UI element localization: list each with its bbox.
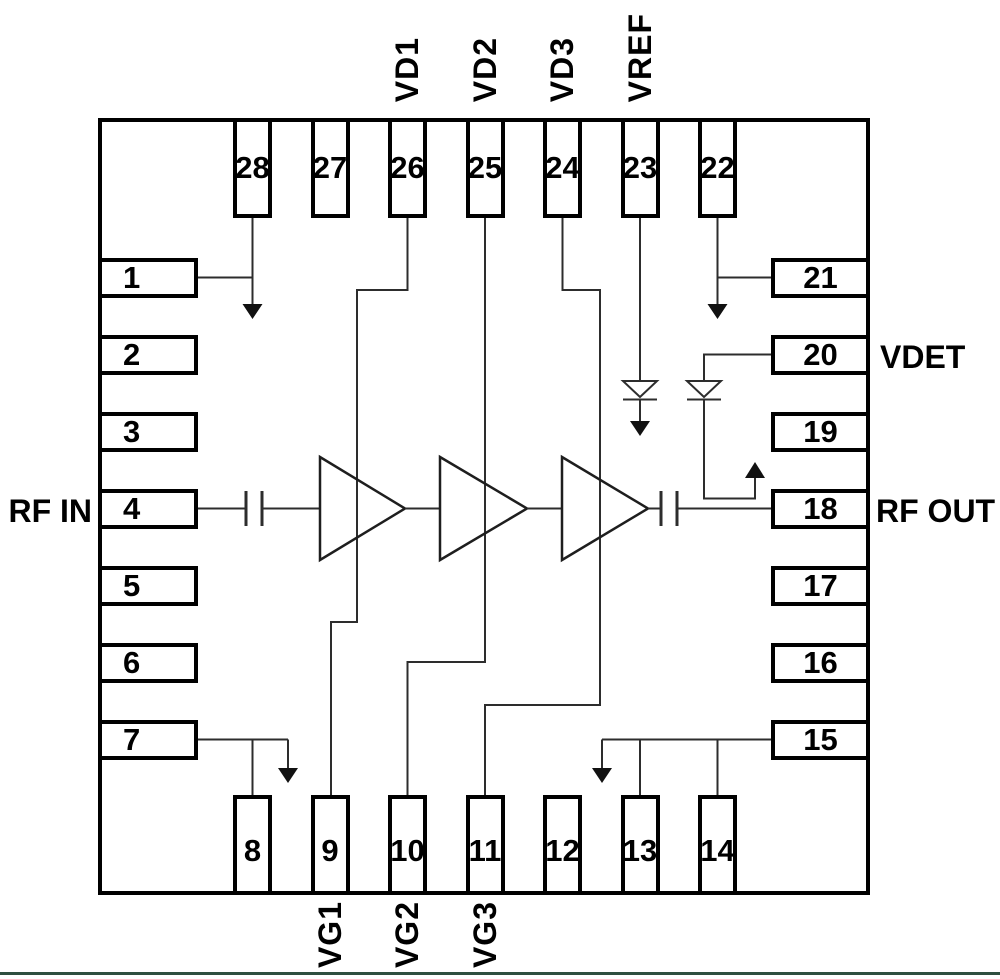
ground-arrow-icon <box>278 768 298 783</box>
pin-3: 3 <box>98 411 198 452</box>
pin-18: 18 <box>771 488 870 529</box>
pin-23: 23 <box>620 118 660 218</box>
pin-25: 25 <box>465 118 505 218</box>
label-vd1: VD1 <box>388 36 425 102</box>
pin-13: 13 <box>620 795 660 895</box>
vd1-vg1-bias-trace <box>330 215 409 796</box>
label-rf-in: RF IN <box>8 493 92 529</box>
pin-22: 22 <box>698 118 737 218</box>
pin-4: 4 <box>98 488 198 529</box>
pin-19: 19 <box>771 411 870 452</box>
pin21-pin22-ground-trace <box>707 215 772 319</box>
page-bottom-rule <box>0 972 1000 975</box>
pin-26: 26 <box>388 118 427 218</box>
pin-17: 17 <box>771 565 870 606</box>
amplifier-stage2-icon <box>438 454 530 563</box>
pin-10: 10 <box>388 795 427 895</box>
ground-arrow-icon <box>630 421 650 436</box>
label-rf-out: RF OUT <box>876 493 996 529</box>
ground-arrow-icon <box>242 304 263 319</box>
label-vref: VREF <box>621 12 658 102</box>
pin-16: 16 <box>771 642 870 683</box>
rf-signal-chain <box>197 454 772 563</box>
amplifier-stage1-icon <box>318 454 408 563</box>
pin1-pin28-ground-trace <box>197 215 263 319</box>
pin-12: 12 <box>543 795 582 895</box>
pin7-pin8-ground-trace <box>197 738 298 797</box>
vd3-vg3-bias-trace <box>484 215 601 796</box>
pin-20: 20 <box>771 334 870 375</box>
diode-icon <box>620 380 660 399</box>
label-vd3: VD3 <box>543 36 580 102</box>
pin-9: 9 <box>310 795 350 895</box>
pin-5: 5 <box>98 565 198 606</box>
detector-tap-up-arrow-icon <box>745 462 765 478</box>
chip-package-outline <box>98 118 870 895</box>
ground-arrow-icon <box>707 304 728 319</box>
pin-2: 2 <box>98 334 198 375</box>
ground-arrow-icon <box>592 768 612 783</box>
pin-6: 6 <box>98 642 198 683</box>
pin15-pin13-pin14-ground-trace <box>592 738 772 797</box>
amplifier-stage3-icon <box>560 454 651 563</box>
pin-15: 15 <box>771 719 870 760</box>
pin-27: 27 <box>310 118 350 218</box>
vdet-detector-branch <box>684 353 772 500</box>
label-vg1: VG1 <box>311 901 348 969</box>
pin-11: 11 <box>465 795 505 895</box>
pin-24: 24 <box>543 118 582 218</box>
vref-diode-branch <box>620 215 660 436</box>
label-vg2: VG2 <box>388 901 425 969</box>
pin-7: 7 <box>98 719 198 760</box>
label-vg3: VG3 <box>466 901 503 969</box>
label-vdet: VDET <box>880 339 966 375</box>
pin-8: 8 <box>233 795 272 895</box>
vd2-vg2-bias-trace <box>406 215 486 796</box>
diode-icon <box>684 380 724 399</box>
pin-1: 1 <box>98 257 198 298</box>
label-vd2: VD2 <box>466 36 503 102</box>
pin-28: 28 <box>233 118 272 218</box>
pin-21: 21 <box>771 257 870 298</box>
pin-14: 14 <box>698 795 737 895</box>
